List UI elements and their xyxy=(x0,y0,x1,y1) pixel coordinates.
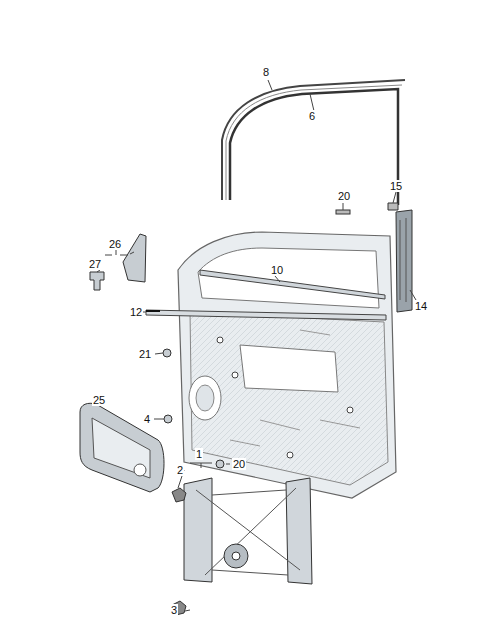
callout-number: 21 xyxy=(138,348,152,360)
callout-number: 1 xyxy=(195,448,203,460)
callout-number: 12 xyxy=(129,306,143,318)
callout-number: 4 xyxy=(143,413,151,425)
callout-number: 14 xyxy=(414,300,428,312)
callout-number: 20 xyxy=(337,190,351,202)
callout-number: 2 xyxy=(176,464,184,476)
callout-number: 25 xyxy=(92,394,106,406)
callout-number: 10 xyxy=(270,264,284,276)
callout-number: 27 xyxy=(88,258,102,270)
callout-number: 8 xyxy=(262,66,270,78)
callout-number: 20 xyxy=(232,458,246,470)
callout-number: 6 xyxy=(308,110,316,122)
callout-number: 3 xyxy=(170,604,178,616)
callout-number: 15 xyxy=(389,180,403,192)
callout-number: 26 xyxy=(108,238,122,250)
